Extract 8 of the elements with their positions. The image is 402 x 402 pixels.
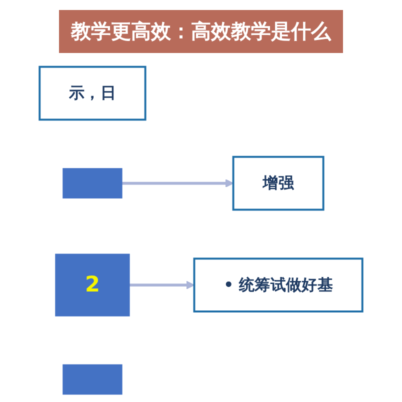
- title-banner: 教学更高效：高效教学是什么: [59, 10, 343, 53]
- node-box: [62, 168, 122, 198]
- node-box: [62, 364, 122, 395]
- arrow: [122, 178, 234, 188]
- node-box: • 统筹试做好基: [193, 258, 364, 312]
- node-box: 示，日: [38, 66, 146, 121]
- arrow: [129, 280, 195, 290]
- node-box: 2: [55, 254, 130, 316]
